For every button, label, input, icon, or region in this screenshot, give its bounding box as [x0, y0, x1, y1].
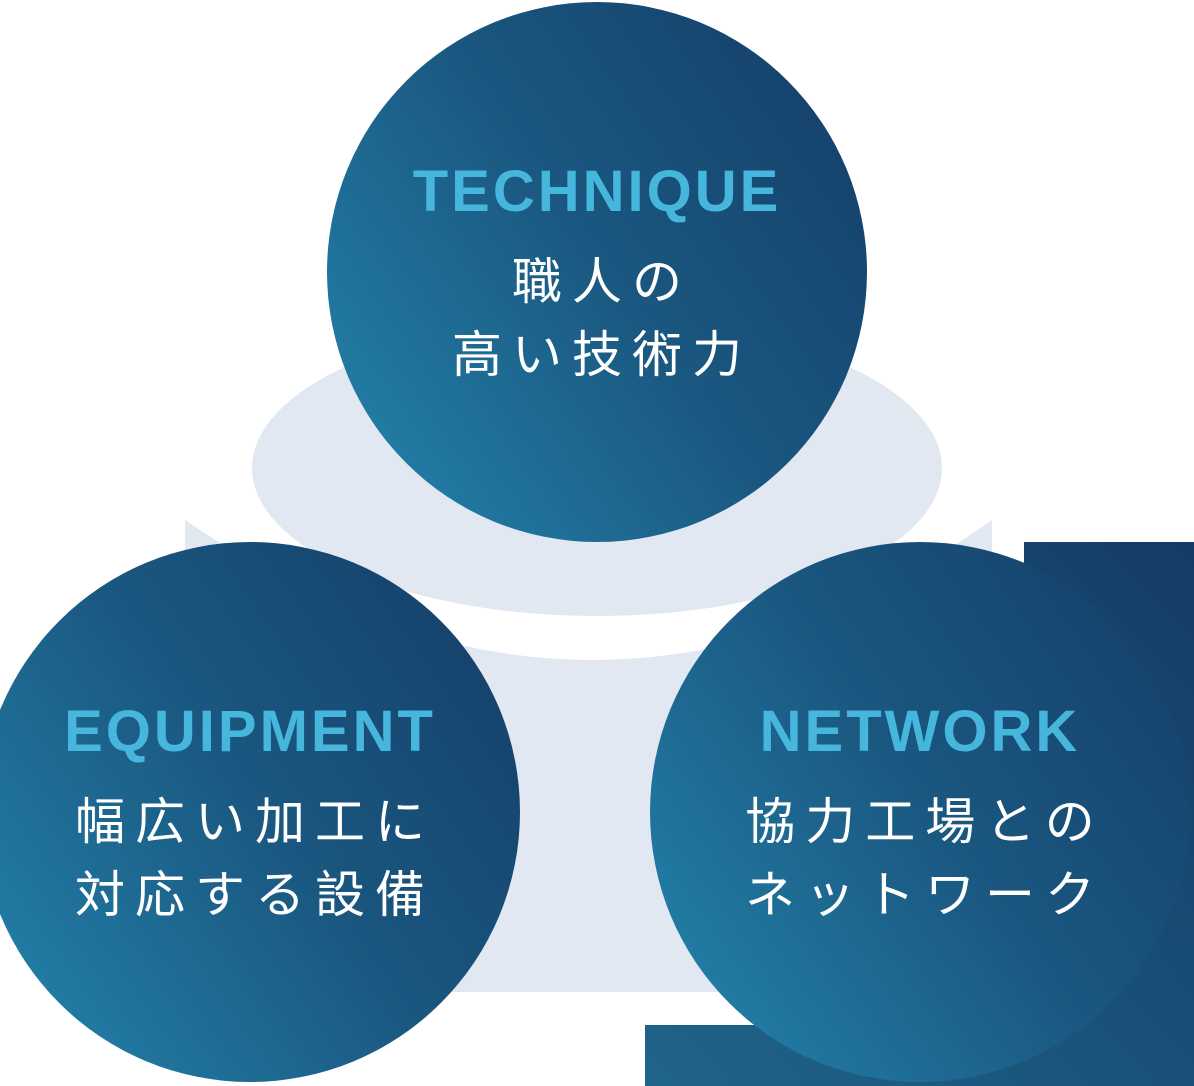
equipment-circle: EQUIPMENT 幅広い加工に 対応する設備 [0, 542, 520, 1082]
technique-description-line-1: 職人の [512, 254, 692, 310]
network-title: NETWORK [759, 699, 1081, 764]
equipment-title: EQUIPMENT [64, 699, 436, 764]
technique-description: 職人の 高い技術力 [442, 246, 752, 392]
equipment-description-line-2: 対応する設備 [75, 867, 435, 923]
network-description-line-2: ネットワーク [745, 867, 1105, 923]
network-description-line-1: 協力工場との [745, 794, 1105, 850]
technique-circle: TECHNIQUE 職人の 高い技術力 [327, 2, 867, 542]
network-circle: NETWORK 協力工場との ネットワーク [650, 542, 1190, 1082]
equipment-description-line-1: 幅広い加工に [75, 794, 435, 850]
network-description: 協力工場との ネットワーク [735, 786, 1105, 932]
technique-title: TECHNIQUE [412, 159, 782, 224]
technique-description-line-2: 高い技術力 [452, 327, 752, 383]
equipment-description: 幅広い加工に 対応する設備 [65, 786, 435, 932]
